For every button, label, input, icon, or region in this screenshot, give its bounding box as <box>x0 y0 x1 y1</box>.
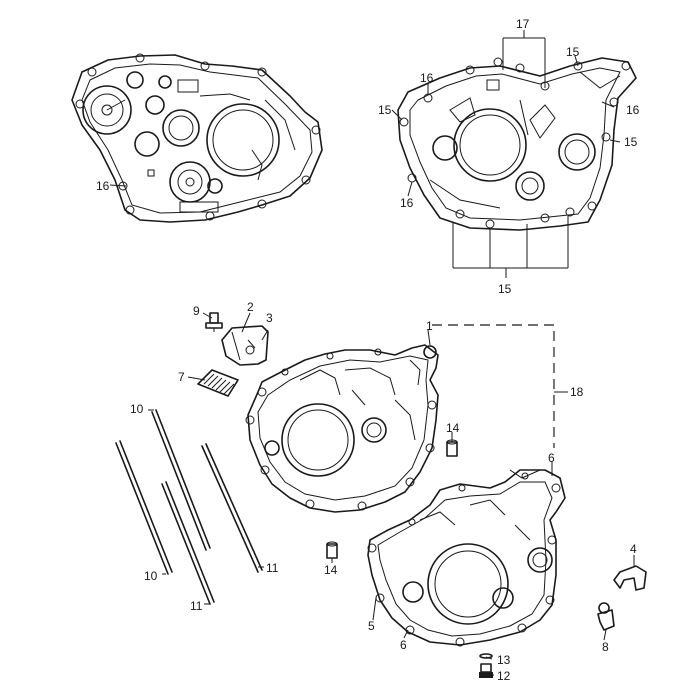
washer-part-13 <box>479 653 493 659</box>
assembly-bracket-18 <box>432 324 568 448</box>
label-part-6-upper: 6 <box>548 451 555 465</box>
dowel-pin-part-14-upper <box>446 439 458 457</box>
label-part-16-right: 16 <box>626 103 640 117</box>
drain-plug-part-12 <box>479 663 493 678</box>
stud-part-11-right <box>201 443 263 573</box>
label-part-16-top-left: 16 <box>420 71 434 85</box>
label-part-17: 17 <box>516 17 530 31</box>
label-part-16-outer: 16 <box>96 179 110 193</box>
dowel-pin-part-14-lower <box>326 541 338 559</box>
label-part-10-upper: 10 <box>130 402 144 416</box>
stud-bolts-group <box>115 409 263 605</box>
crankcase-left-half <box>367 469 566 647</box>
filter-screen-part-7 <box>197 369 239 397</box>
label-part-14-upper: 14 <box>446 421 460 435</box>
label-part-15-left: 15 <box>378 103 392 117</box>
label-part-9: 9 <box>193 304 200 318</box>
bracket-part-8 <box>597 602 615 631</box>
label-part-15-right: 15 <box>624 135 638 149</box>
label-part-10-lower: 10 <box>144 569 158 583</box>
label-part-5: 5 <box>368 619 375 633</box>
label-part-11-lower: 11 <box>190 599 203 613</box>
crankcase-right-half <box>245 344 439 513</box>
label-part-2: 2 <box>247 300 254 314</box>
label-part-13: 13 <box>497 653 511 667</box>
stud-part-10-upper <box>151 409 211 551</box>
label-part-8: 8 <box>602 640 609 654</box>
label-part-12: 12 <box>497 669 511 683</box>
crankcase-outer-view <box>71 53 323 223</box>
label-part-15-top: 15 <box>566 45 580 59</box>
label-part-7: 7 <box>178 370 185 384</box>
bolt-part-9 <box>205 312 223 332</box>
label-part-14-lower: 14 <box>324 563 338 577</box>
label-part-1: 1 <box>426 319 433 333</box>
bracket-part-2 <box>221 325 269 366</box>
crankcase-inner-view <box>397 57 637 231</box>
label-part-4: 4 <box>630 542 637 556</box>
part-labels: 1 2 3 4 5 6 6 7 8 9 10 10 11 11 12 13 14… <box>96 17 640 683</box>
label-part-3: 3 <box>266 311 273 325</box>
label-part-15-bottom: 15 <box>498 282 512 296</box>
label-part-16-bottom: 16 <box>400 196 414 210</box>
leader-lines <box>109 30 635 676</box>
label-part-18: 18 <box>570 385 584 399</box>
label-part-6-lower: 6 <box>400 638 407 652</box>
stud-part-10-lower <box>115 440 173 575</box>
stud-part-11-lower <box>161 481 215 605</box>
label-part-11-right: 11 <box>266 561 279 575</box>
bracket-part-4 <box>613 565 647 591</box>
